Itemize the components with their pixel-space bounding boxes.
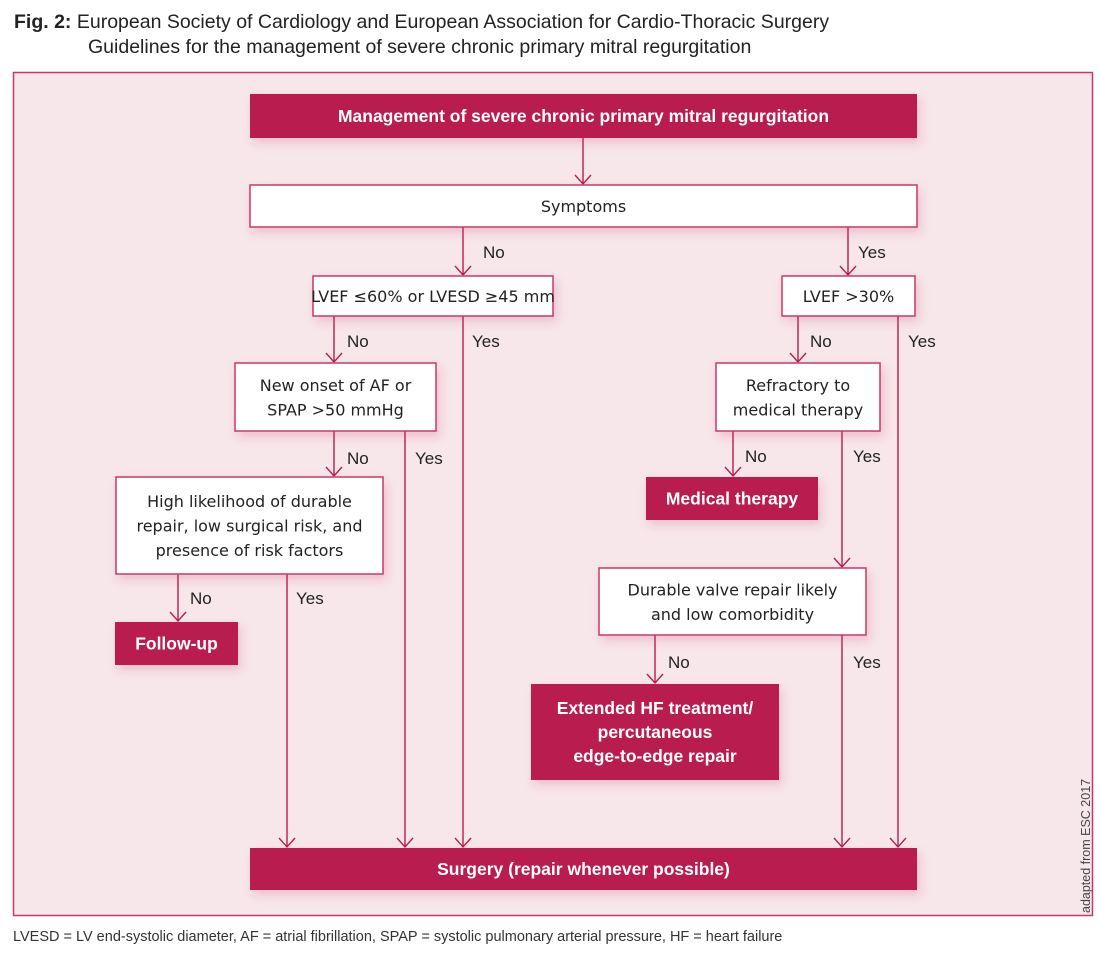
edge-label-yes: Yes <box>908 332 936 351</box>
arrowhead-icon <box>169 611 187 623</box>
node-lvef30: LVEF >30% <box>781 275 916 317</box>
node-refractory: Refractory to medical therapy <box>715 362 881 432</box>
edge-label-yes: Yes <box>296 589 324 608</box>
edge-lvef60-to-surgery <box>454 316 472 849</box>
node-symptoms: Symptoms <box>249 184 918 228</box>
edge-high_likelihood-to-surgery <box>278 574 296 849</box>
node-box <box>781 275 916 317</box>
node-box <box>250 848 917 890</box>
node-text-line: Management of severe chronic primary mit… <box>338 106 829 126</box>
node-title: Management of severe chronic primary mit… <box>250 94 917 138</box>
node-box <box>715 362 881 432</box>
edge-label-no: No <box>347 332 369 351</box>
arrowhead-icon <box>724 466 742 478</box>
node-text-line: LVEF >30% <box>803 287 894 306</box>
node-text-line: Follow-up <box>135 634 218 654</box>
edge-lvef30-to-surgery <box>889 316 907 849</box>
node-text-line: High likelihood of durable <box>147 492 352 511</box>
arrowhead-icon <box>833 557 851 569</box>
node-text-line: presence of risk factors <box>156 541 344 560</box>
edge-label-yes: Yes <box>472 332 500 351</box>
node-medical-therapy: Medical therapy <box>646 477 818 520</box>
node-surgery: Surgery (repair whenever possible) <box>250 848 917 890</box>
node-text-line: New onset of AF or <box>260 376 412 395</box>
edge-label-no: No <box>745 447 767 466</box>
edge-durable_valve-to-surgery <box>833 635 851 849</box>
arrowhead-icon <box>789 352 807 364</box>
node-box <box>115 622 238 665</box>
node-box <box>115 476 384 575</box>
node-text-line: SPAP >50 mmHg <box>267 400 404 419</box>
figure-caption: Fig. 2: European Society of Cardiology a… <box>14 10 829 60</box>
node-text-line: Durable valve repair likely <box>628 580 838 599</box>
node-text-line: repair, low surgical risk, and <box>136 517 362 536</box>
node-text-line: Refractory to <box>746 376 850 395</box>
edge-refractory-to-medical_therapy <box>724 431 742 478</box>
figure-label: Fig. 2: <box>14 11 72 33</box>
arrowhead-icon <box>889 837 907 849</box>
edges-layer <box>169 138 907 849</box>
node-box <box>646 477 818 520</box>
edge-high_likelihood-to-follow_up <box>169 574 187 623</box>
edge-label-yes: Yes <box>858 243 886 262</box>
edge-label-no: No <box>810 332 832 351</box>
source-credit: adapted from ESC 2017 <box>1079 778 1093 913</box>
nodes-layer: Management of severe chronic primary mit… <box>115 94 918 890</box>
arrowhead-icon <box>396 837 414 849</box>
edge-label-no: No <box>190 589 212 608</box>
node-text-line: and low comorbidity <box>651 605 814 624</box>
edge-label-yes: Yes <box>853 653 881 672</box>
edge-new_onset-to-high_likelihood <box>325 431 343 478</box>
edge-durable_valve-to-extended_hf <box>646 635 664 685</box>
node-box <box>598 567 867 636</box>
node-box <box>312 275 554 317</box>
footnote: LVESD = LV end-systolic diameter, AF = a… <box>13 929 783 945</box>
edge-label-yes: Yes <box>853 447 881 466</box>
node-text-line: edge-to-edge repair <box>573 746 737 766</box>
node-text-line: Medical therapy <box>666 489 799 509</box>
node-text-line: LVEF ≤60% or LVESD ≥45 mm <box>311 287 555 306</box>
edge-label-yes: Yes <box>415 449 443 468</box>
caption-line-1: European Society of Cardiology and Europ… <box>76 11 830 33</box>
edge-label-no: No <box>347 449 369 468</box>
arrowhead-icon <box>574 174 592 186</box>
edge-label-no: No <box>668 653 690 672</box>
arrowhead-icon <box>454 265 472 277</box>
node-box <box>250 94 917 138</box>
node-text-line: percutaneous <box>598 722 713 742</box>
edge-symptoms-to-lvef30 <box>839 227 857 277</box>
arrowhead-icon <box>646 673 664 685</box>
node-text-line: Symptoms <box>541 197 626 216</box>
arrowhead-icon <box>454 837 472 849</box>
arrowhead-icon <box>278 837 296 849</box>
node-high-likelihood: High likelihood of durable repair, low su… <box>115 476 384 575</box>
edge-lvef30-to-refractory <box>789 316 807 364</box>
edge-refractory-to-durable_valve <box>833 431 851 569</box>
caption-line-2: Guidelines for the management of severe … <box>88 36 752 58</box>
edge-title-to-symptoms <box>574 138 592 186</box>
edge-lvef60-to-new_onset <box>325 316 343 364</box>
node-text-line: Extended HF treatment/ <box>557 698 754 718</box>
node-text-line: medical therapy <box>733 400 863 419</box>
node-box <box>249 184 918 228</box>
arrowhead-icon <box>833 837 851 849</box>
node-durable-valve: Durable valve repair likely and low comor… <box>598 567 867 636</box>
node-lvef60: LVEF ≤60% or LVESD ≥45 mm <box>311 275 555 317</box>
node-new-onset: New onset of AF or SPAP >50 mmHg <box>234 362 437 432</box>
node-text-line: Surgery (repair whenever possible) <box>437 859 730 879</box>
node-follow-up: Follow-up <box>115 622 238 665</box>
node-box <box>531 684 779 780</box>
arrowhead-icon <box>325 352 343 364</box>
edge-new_onset-to-surgery <box>396 431 414 849</box>
edge-symptoms-to-lvef60 <box>454 227 472 277</box>
node-extended-hf: Extended HF treatment/percutaneous edge-t… <box>531 684 779 780</box>
edge-label-no: No <box>483 243 505 262</box>
arrowhead-icon <box>325 466 343 478</box>
node-box <box>234 362 437 432</box>
arrowhead-icon <box>839 265 857 277</box>
